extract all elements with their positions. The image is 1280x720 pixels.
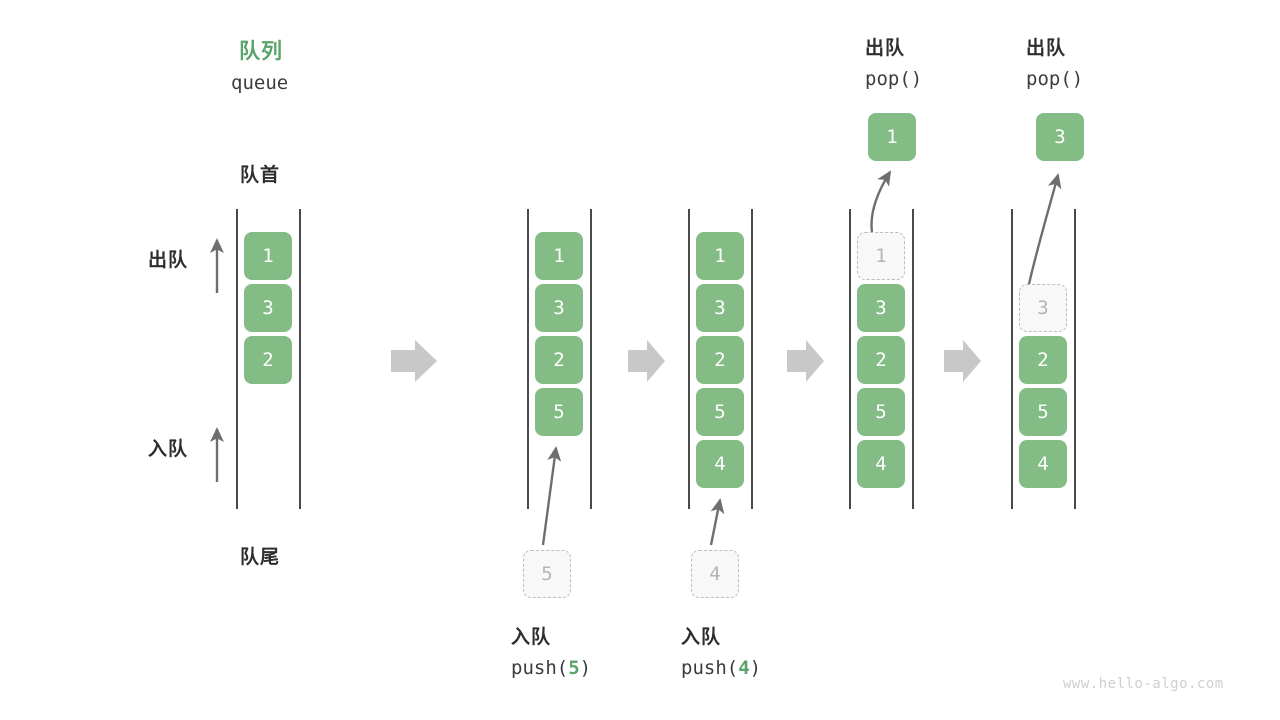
- op-code-prefix: pop(: [865, 68, 911, 90]
- queue-element: 2: [244, 336, 292, 384]
- op-code-suffix: ): [749, 657, 762, 679]
- queue-element: 2: [857, 336, 905, 384]
- incoming-element-ghost: 5: [523, 550, 571, 598]
- queue-element: 5: [535, 388, 583, 436]
- op-code-number: 5: [568, 657, 580, 679]
- rail-left: [688, 209, 690, 509]
- op-code-prefix: pop(: [1026, 68, 1072, 90]
- rail-right: [1074, 209, 1076, 509]
- dequeue-direction-label: 出队: [148, 249, 189, 271]
- step-arrow-1: [391, 340, 437, 382]
- queue-element: 2: [696, 336, 744, 384]
- queue-element: 5: [857, 388, 905, 436]
- op-code-suffix: ): [579, 657, 592, 679]
- queue-element: 2: [1019, 336, 1067, 384]
- popped-element: 3: [1036, 113, 1084, 161]
- step-arrow-2: [628, 340, 665, 382]
- operation-label-cn: 出队: [865, 37, 906, 59]
- operation-label-code: pop(): [1026, 68, 1083, 90]
- op-code-number: 4: [738, 657, 750, 679]
- queue-element: 3: [244, 284, 292, 332]
- rail-left: [849, 209, 851, 509]
- queue-element: 3: [857, 284, 905, 332]
- rail-right: [299, 209, 301, 509]
- queue-element: 1: [244, 232, 292, 280]
- popped-element-ghost: 3: [1019, 284, 1067, 332]
- op-code-suffix: ): [1071, 68, 1084, 90]
- op-code-prefix: push(: [511, 657, 569, 679]
- step-arrow-3: [787, 340, 824, 382]
- popped-element: 1: [868, 113, 916, 161]
- diagram-title-cn: 队列: [239, 39, 283, 63]
- op-code-suffix: ): [910, 68, 923, 90]
- incoming-element-ghost: 4: [691, 550, 739, 598]
- rail-right: [912, 209, 914, 509]
- rear-label: 队尾: [240, 546, 281, 568]
- enqueue-direction-label: 入队: [148, 438, 189, 460]
- queue-element: 1: [696, 232, 744, 280]
- queue-element: 3: [696, 284, 744, 332]
- operation-label-code: push(5): [511, 657, 591, 679]
- rail-right: [590, 209, 592, 509]
- push-arrow-4: [709, 498, 725, 546]
- rail-left: [527, 209, 529, 509]
- operation-label-cn: 入队: [681, 626, 722, 648]
- diagram-title-en: queue: [231, 72, 289, 94]
- queue-element: 4: [857, 440, 905, 488]
- operation-label-code: pop(): [865, 68, 922, 90]
- push-arrow-5: [541, 446, 562, 546]
- op-code-prefix: push(: [681, 657, 739, 679]
- rail-left: [236, 209, 238, 509]
- operation-label-cn: 入队: [511, 626, 552, 648]
- step-arrow-4: [944, 340, 981, 382]
- queue-element: 4: [696, 440, 744, 488]
- front-label: 队首: [240, 164, 281, 186]
- popped-element-ghost: 1: [857, 232, 905, 280]
- queue-element: 2: [535, 336, 583, 384]
- operation-label-cn: 出队: [1026, 37, 1067, 59]
- queue-element: 5: [1019, 388, 1067, 436]
- queue-element: 5: [696, 388, 744, 436]
- rail-right: [751, 209, 753, 509]
- pop-arrow-3: [1027, 173, 1062, 285]
- queue-element: 3: [535, 284, 583, 332]
- queue-element: 4: [1019, 440, 1067, 488]
- operation-label-code: push(4): [681, 657, 761, 679]
- watermark: www.hello-algo.com: [1063, 676, 1224, 692]
- pop-arrow-1: [870, 170, 892, 233]
- queue-element: 1: [535, 232, 583, 280]
- rail-left: [1011, 209, 1013, 509]
